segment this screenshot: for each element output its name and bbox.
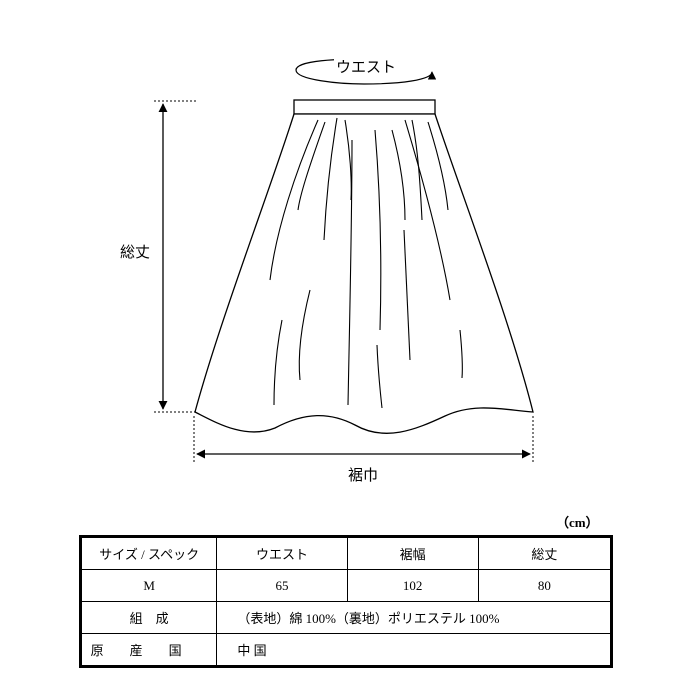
- header-hem-width: 裾幅: [346, 536, 479, 570]
- material-value: （表地）綿 100%（裏地）ポリエステル 100%: [216, 601, 612, 634]
- hem-measure: [193, 416, 534, 462]
- origin-label: 原産国: [79, 633, 218, 667]
- skirt-diagram: [154, 58, 534, 462]
- waistband: [293, 99, 436, 115]
- unit-label: （cm）: [556, 515, 599, 530]
- waist-label: ウエスト: [334, 56, 399, 77]
- header-total-length: 総丈: [477, 536, 613, 570]
- waist-measure-arrow: [295, 58, 437, 85]
- table-row-material: 組 成 （表地）綿 100%（裏地）ポリエステル 100%: [79, 601, 612, 634]
- hem-label: 裾巾: [348, 467, 379, 484]
- table-row-size: M 65 102 80: [79, 569, 613, 602]
- header-waist: ウエスト: [216, 536, 348, 570]
- length-measure: [154, 100, 196, 413]
- total-length-value: 80: [477, 569, 613, 602]
- waist-value: 65: [216, 569, 348, 602]
- size-value: M: [79, 569, 218, 602]
- header-size-spec: サイズ / スペック: [79, 536, 218, 570]
- skirt-outline: [194, 113, 534, 434]
- table-row-origin: 原産国 中 国: [79, 633, 612, 667]
- skirt-pleats: [269, 117, 463, 409]
- spec-table: サイズ / スペック ウエスト 裾幅 総丈 M 65 102 80 組 成 （表…: [79, 535, 613, 668]
- hem-width-value: 102: [346, 569, 479, 602]
- material-label: 組 成: [79, 601, 218, 634]
- origin-value: 中 国: [216, 633, 612, 667]
- length-label: 総丈: [120, 244, 151, 261]
- table-row-header: サイズ / スペック ウエスト 裾幅 総丈: [79, 536, 613, 570]
